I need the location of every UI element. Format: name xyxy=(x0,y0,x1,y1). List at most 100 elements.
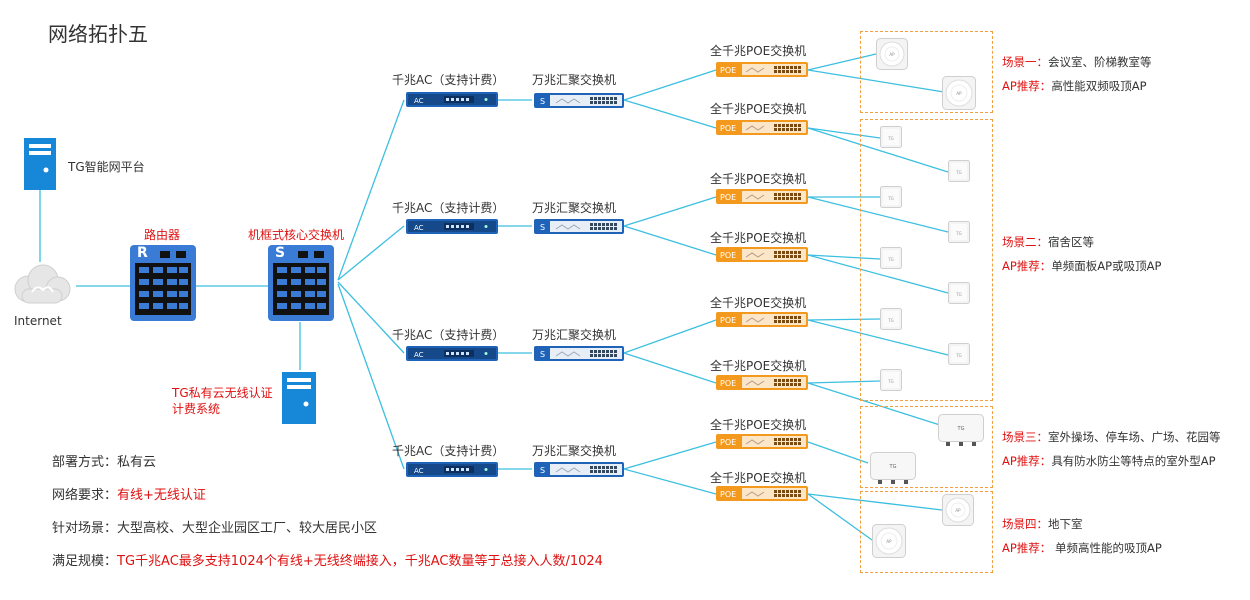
poe-switch-label: 全千兆POE交换机 xyxy=(710,471,807,485)
agg-switch-icon: S xyxy=(534,93,624,112)
ceiling-ap-icon: AP xyxy=(872,524,906,558)
svg-text:S: S xyxy=(540,466,545,475)
svg-text:TG: TG xyxy=(889,464,897,470)
svg-text:S: S xyxy=(540,97,545,106)
poe-switch-icon: POE xyxy=(716,62,808,81)
poe-switch-icon: POE xyxy=(716,486,808,505)
svg-text:AC: AC xyxy=(414,467,424,475)
svg-text:POE: POE xyxy=(720,438,736,447)
platform-label: TG智能网平台 xyxy=(68,160,145,174)
poe-switch-icon: POE xyxy=(716,189,808,208)
svg-text:AP: AP xyxy=(955,508,961,513)
svg-text:POE: POE xyxy=(720,251,736,260)
svg-text:TG: TG xyxy=(887,257,894,262)
svg-text:TG: TG xyxy=(887,318,894,323)
svg-text:AC: AC xyxy=(414,97,424,105)
panel-ap-icon: TG xyxy=(880,308,902,334)
scene2-ap: AP推荐：单频面板AP或吸顶AP xyxy=(1002,259,1162,273)
svg-text:AC: AC xyxy=(414,351,424,359)
svg-text:TG: TG xyxy=(957,426,965,432)
router-label: 路由器 xyxy=(144,228,181,242)
agg-switch-label: 万兆汇聚交换机 xyxy=(532,328,617,342)
poe-switch-icon: POE xyxy=(716,247,808,266)
svg-text:POE: POE xyxy=(720,490,736,499)
svg-text:POE: POE xyxy=(720,124,736,133)
scene3-box xyxy=(860,406,993,488)
scene2-box xyxy=(860,119,993,401)
svg-text:AP: AP xyxy=(886,539,892,544)
svg-text:POE: POE xyxy=(720,66,736,75)
outdoor-ap-icon: TG xyxy=(870,452,916,488)
panel-ap-icon: TG xyxy=(948,221,970,247)
svg-text:TG: TG xyxy=(955,292,962,297)
scene4-ap: AP推荐： 单频高性能的吸顶AP xyxy=(1002,541,1162,555)
scale-line: 满足规模：TG千兆AC最多支持1024个有线+无线终端接入，千兆AC数量等于总接… xyxy=(52,554,603,569)
svg-text:POE: POE xyxy=(720,379,736,388)
poe-switch-label: 全千兆POE交换机 xyxy=(710,296,807,310)
ceiling-ap-icon: AP xyxy=(876,38,908,70)
ac-device-icon: AC xyxy=(406,92,498,111)
router-letter: R xyxy=(137,245,148,261)
scene3-title: 场景三：室外操场、停车场、广场、花园等 xyxy=(1002,430,1221,444)
poe-switch-icon: POE xyxy=(716,120,808,139)
svg-text:S: S xyxy=(540,223,545,232)
link-core-ac4 xyxy=(337,283,405,470)
poe-switch-label: 全千兆POE交换机 xyxy=(710,44,807,58)
core-switch-letter: S xyxy=(275,245,286,261)
ac-device-icon: AC xyxy=(406,219,498,238)
poe-switch-label: 全千兆POE交换机 xyxy=(710,231,807,245)
deploy-mode-line: 部署方式：私有云 xyxy=(52,455,157,470)
svg-text:POE: POE xyxy=(720,316,736,325)
poe-switch-label: 全千兆POE交换机 xyxy=(710,102,807,116)
svg-text:TG: TG xyxy=(887,379,894,384)
platform-server-icon xyxy=(24,138,56,194)
poe-switch-icon: POE xyxy=(716,434,808,453)
svg-text:AC: AC xyxy=(414,224,424,232)
poe-switch-label: 全千兆POE交换机 xyxy=(710,359,807,373)
scene1-box xyxy=(860,31,993,113)
scene1-ap: AP推荐：高性能双频吸顶AP xyxy=(1002,79,1147,93)
ac-device-icon: AC xyxy=(406,346,498,365)
auth-server-icon xyxy=(282,372,316,428)
scene3-ap: AP推荐：具有防水防尘等特点的室外型AP xyxy=(1002,454,1216,468)
scene4-box xyxy=(860,491,993,573)
svg-text:S: S xyxy=(540,350,545,359)
svg-text:TG: TG xyxy=(955,231,962,236)
page-title: 网络拓扑五 xyxy=(48,22,148,46)
ac-label: 千兆AC（支持计费） xyxy=(392,201,505,215)
panel-ap-icon: TG xyxy=(880,369,902,395)
router-icon: R xyxy=(130,245,196,321)
ac-label: 千兆AC（支持计费） xyxy=(392,444,505,458)
svg-text:TG: TG xyxy=(955,353,962,358)
link-core-ac3 xyxy=(337,281,405,354)
agg-switch-icon: S xyxy=(534,462,624,481)
core-switch-label: 机框式核心交换机 xyxy=(248,228,345,242)
network-req-line: 网络要求：有线+无线认证 xyxy=(52,488,206,503)
panel-ap-icon: TG xyxy=(880,126,902,152)
auth-label-line2: 计费系统 xyxy=(172,402,221,416)
cloud-icon xyxy=(8,262,74,312)
ac-label: 千兆AC（支持计费） xyxy=(392,73,505,87)
internet-label: Internet xyxy=(14,314,62,328)
ceiling-ap-icon: AP xyxy=(942,76,976,110)
panel-ap-icon: TG xyxy=(880,247,902,273)
ceiling-ap-icon: AP xyxy=(942,494,974,526)
auth-label-line1: TG私有云无线认证 xyxy=(172,386,273,400)
agg-switch-label: 万兆汇聚交换机 xyxy=(532,201,617,215)
core-switch-icon: S xyxy=(268,245,334,321)
svg-text:POE: POE xyxy=(720,193,736,202)
svg-text:TG: TG xyxy=(955,170,962,175)
scene2-title: 场景二：宿舍区等 xyxy=(1002,235,1094,249)
scene4-title: 场景四：地下室 xyxy=(1002,517,1083,531)
svg-text:TG: TG xyxy=(887,136,894,141)
poe-switch-icon: POE xyxy=(716,375,808,394)
ac-label: 千兆AC（支持计费） xyxy=(392,328,505,342)
ac-device-icon: AC xyxy=(406,462,498,481)
panel-ap-icon: TG xyxy=(948,282,970,308)
svg-text:AP: AP xyxy=(956,91,962,96)
panel-ap-icon: TG xyxy=(880,186,902,212)
link-core-ac1 xyxy=(337,99,405,281)
poe-switch-label: 全千兆POE交换机 xyxy=(710,172,807,186)
panel-ap-icon: TG xyxy=(948,343,970,369)
